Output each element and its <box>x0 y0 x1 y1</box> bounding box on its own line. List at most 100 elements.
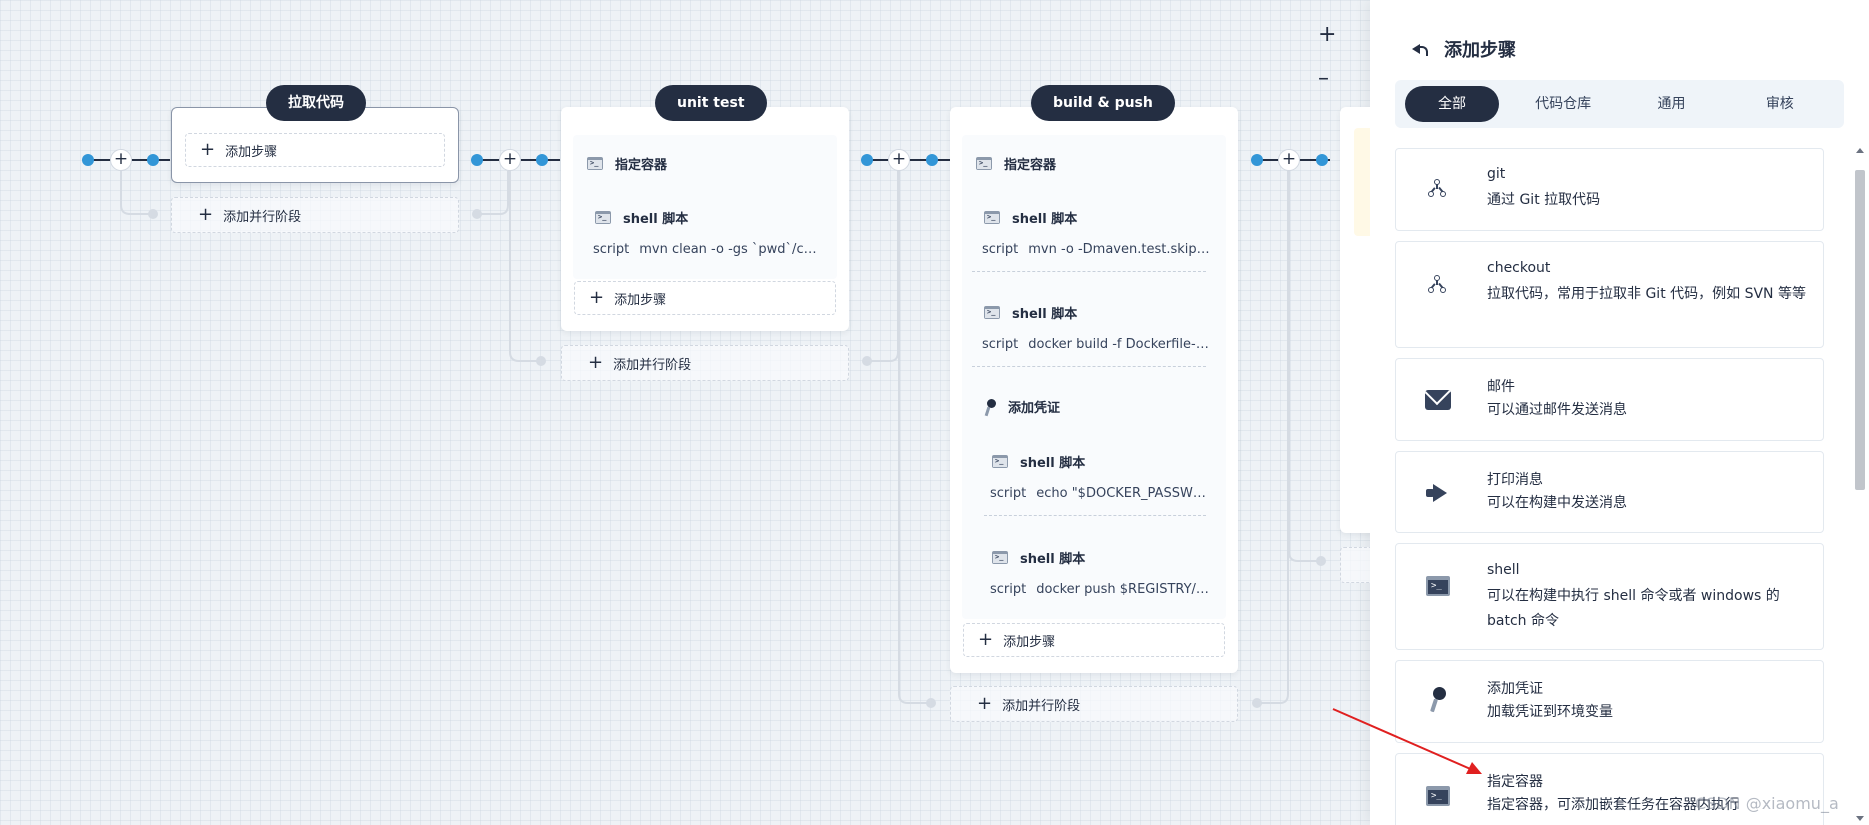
task-desc: 可以通过邮件发送消息 <box>1487 402 1627 418</box>
add-step-label: 添加步骤 <box>225 144 278 160</box>
add-parallel-label: 添加并行阶段 <box>223 209 302 225</box>
git-icon <box>1428 179 1446 197</box>
pipeline-canvas: + + + + + – 拉取代码 + 添加步骤 + 添加并行阶段 unit te… <box>0 0 1370 825</box>
add-parallel-stage-button[interactable]: + 添加并行阶段 <box>171 197 459 233</box>
mail-icon <box>1425 390 1451 410</box>
drawer-scrollbar[interactable] <box>1852 148 1868 825</box>
shell-step-title[interactable]: shell 脚本 <box>984 208 1077 227</box>
task-name: checkout <box>1487 260 1551 276</box>
terminal-icon <box>595 211 611 224</box>
add-step-button[interactable]: + 添加步骤 <box>574 281 836 315</box>
terminal-icon <box>1426 786 1450 806</box>
add-parallel-stage-button[interactable] <box>1340 547 1370 583</box>
back-icon[interactable] <box>1410 39 1430 59</box>
divider <box>972 366 1206 367</box>
add-step-drawer: 添加步骤 全部 代码仓库 通用 审核 git 通过 Git 拉取代码 check… <box>1370 0 1869 825</box>
task-name: 邮件 <box>1487 379 1515 395</box>
task-card-git[interactable]: git 通过 Git 拉取代码 <box>1395 148 1824 231</box>
drawer-title: 添加步骤 <box>1444 40 1516 61</box>
add-step-label: 添加步骤 <box>614 292 667 308</box>
plus-icon: + <box>588 352 604 373</box>
divider <box>972 271 1206 272</box>
add-stage-node[interactable]: + <box>888 149 910 171</box>
add-parallel-label: 添加并行阶段 <box>613 357 692 373</box>
task-card-print-message[interactable]: 打印消息 可以在构建中发送消息 <box>1395 451 1824 533</box>
add-step-button[interactable]: + 添加步骤 <box>185 133 445 167</box>
shell-step-title[interactable]: shell 脚本 <box>992 452 1085 471</box>
terminal-icon <box>587 157 603 170</box>
task-card-container[interactable]: 指定容器 指定容器，可添加嵌套任务在容器内执行 <box>1395 753 1824 825</box>
task-name: git <box>1487 166 1506 182</box>
add-parallel-stage-button[interactable]: + 添加并行阶段 <box>561 345 849 381</box>
scroll-down-icon[interactable] <box>1856 816 1864 821</box>
credential-step-title[interactable]: 添加凭证 <box>982 397 1060 416</box>
add-stage-node[interactable]: + <box>1278 149 1300 171</box>
task-name: 添加凭证 <box>1487 681 1543 697</box>
watermark: CSDN @xiaomu_a <box>1695 794 1839 813</box>
plus-icon: + <box>200 139 216 160</box>
warning-area <box>1354 128 1370 236</box>
add-parallel-stage-button[interactable]: + 添加并行阶段 <box>950 686 1238 722</box>
plus-icon: + <box>978 629 994 650</box>
container-title: 指定容器 <box>587 154 667 173</box>
divider <box>984 515 1206 516</box>
zoom-out-button[interactable]: – <box>1318 66 1329 91</box>
category-tabs: 全部 代码仓库 通用 审核 <box>1395 80 1844 128</box>
add-stage-node[interactable]: + <box>499 149 521 171</box>
task-desc: 可以在构建中发送消息 <box>1487 495 1627 511</box>
task-card-shell[interactable]: shell 可以在构建中执行 shell 命令或者 windows 的 batc… <box>1395 543 1824 650</box>
tab-general[interactable]: 通用 <box>1657 96 1686 112</box>
task-card-checkout[interactable]: checkout 拉取代码，常用于拉取非 Git 代码，例如 SVN 等等 <box>1395 241 1824 348</box>
tab-all[interactable]: 全部 <box>1405 86 1499 122</box>
shell-step-title[interactable]: shell 脚本 <box>595 208 688 227</box>
task-name: 指定容器 <box>1487 774 1543 790</box>
shell-step-title[interactable]: shell 脚本 <box>992 548 1085 567</box>
task-desc: 可以在构建中执行 shell 命令或者 windows 的 batch 命令 <box>1487 588 1780 629</box>
pipeline-connectors <box>82 154 1330 708</box>
add-parallel-label: 添加并行阶段 <box>1002 698 1081 714</box>
add-stage-node[interactable]: + <box>110 149 132 171</box>
drawer-header: 添加步骤 <box>1410 36 1516 62</box>
task-desc: 通过 Git 拉取代码 <box>1487 192 1601 208</box>
task-card-mail[interactable]: 邮件 可以通过邮件发送消息 <box>1395 358 1824 441</box>
zoom-in-button[interactable]: + <box>1318 22 1337 47</box>
terminal-icon <box>976 157 992 170</box>
terminal-icon <box>984 306 1000 319</box>
tab-code-repo[interactable]: 代码仓库 <box>1535 96 1592 112</box>
scroll-thumb[interactable] <box>1855 170 1865 490</box>
add-step-label: 添加步骤 <box>1003 634 1056 650</box>
container-title: 指定容器 <box>976 154 1056 173</box>
terminal-icon <box>992 455 1008 468</box>
stage-title[interactable]: unit test <box>655 85 767 121</box>
plus-icon: + <box>977 693 993 714</box>
git-icon <box>1428 275 1446 293</box>
shell-step-title[interactable]: shell 脚本 <box>984 303 1077 322</box>
scroll-up-icon[interactable] <box>1856 148 1864 153</box>
plus-icon: + <box>589 287 605 308</box>
task-desc: 指定容器，可添加嵌套任务在容器内执行 <box>1487 797 1739 813</box>
terminal-icon <box>984 211 1000 224</box>
add-step-button[interactable]: + 添加步骤 <box>963 623 1225 657</box>
stage-title[interactable]: build & push <box>1031 85 1175 121</box>
tab-review[interactable]: 审核 <box>1765 96 1794 112</box>
plus-icon: + <box>198 204 214 225</box>
stage-title[interactable]: 拉取代码 <box>266 85 366 121</box>
terminal-icon <box>1426 576 1450 596</box>
key-icon <box>1428 687 1448 713</box>
task-name: shell <box>1487 562 1520 578</box>
task-name: 打印消息 <box>1487 472 1543 488</box>
task-card-credential[interactable]: 添加凭证 加载凭证到环境变量 <box>1395 660 1824 743</box>
terminal-icon <box>992 551 1008 564</box>
task-desc: 加载凭证到环境变量 <box>1487 704 1613 720</box>
task-desc: 拉取代码，常用于拉取非 Git 代码，例如 SVN 等等 <box>1487 286 1806 302</box>
key-icon <box>982 398 998 416</box>
